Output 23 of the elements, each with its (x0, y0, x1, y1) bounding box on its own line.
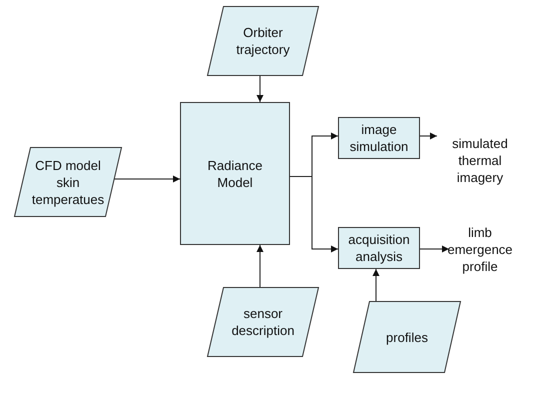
input-parallelogram (207, 6, 319, 76)
process-box (338, 117, 420, 159)
arrow (372, 268, 380, 302)
node-label: sensor description (230, 305, 296, 339)
process-box (180, 102, 290, 245)
node-label: acquisition analysis (347, 231, 411, 265)
node-label: CFD model skin temperatues (30, 156, 106, 208)
input-parallelogram (207, 287, 319, 357)
arrow (114, 176, 180, 182)
arrow (420, 246, 450, 252)
node-label: image simulation (348, 121, 410, 155)
node-label: profiles (385, 328, 429, 346)
arrow (290, 176, 338, 252)
arrow (256, 76, 264, 102)
output-label: limb emergence profile (447, 224, 513, 274)
output-label: simulated thermal imagery (451, 134, 509, 186)
process-box (338, 227, 420, 269)
input-parallelogram (353, 301, 461, 373)
arrow (256, 244, 264, 288)
node-label: Radiance Model (206, 156, 264, 190)
node-label: Orbiter trajectory (235, 24, 291, 58)
arrow (420, 132, 438, 140)
input-parallelogram (14, 147, 122, 217)
